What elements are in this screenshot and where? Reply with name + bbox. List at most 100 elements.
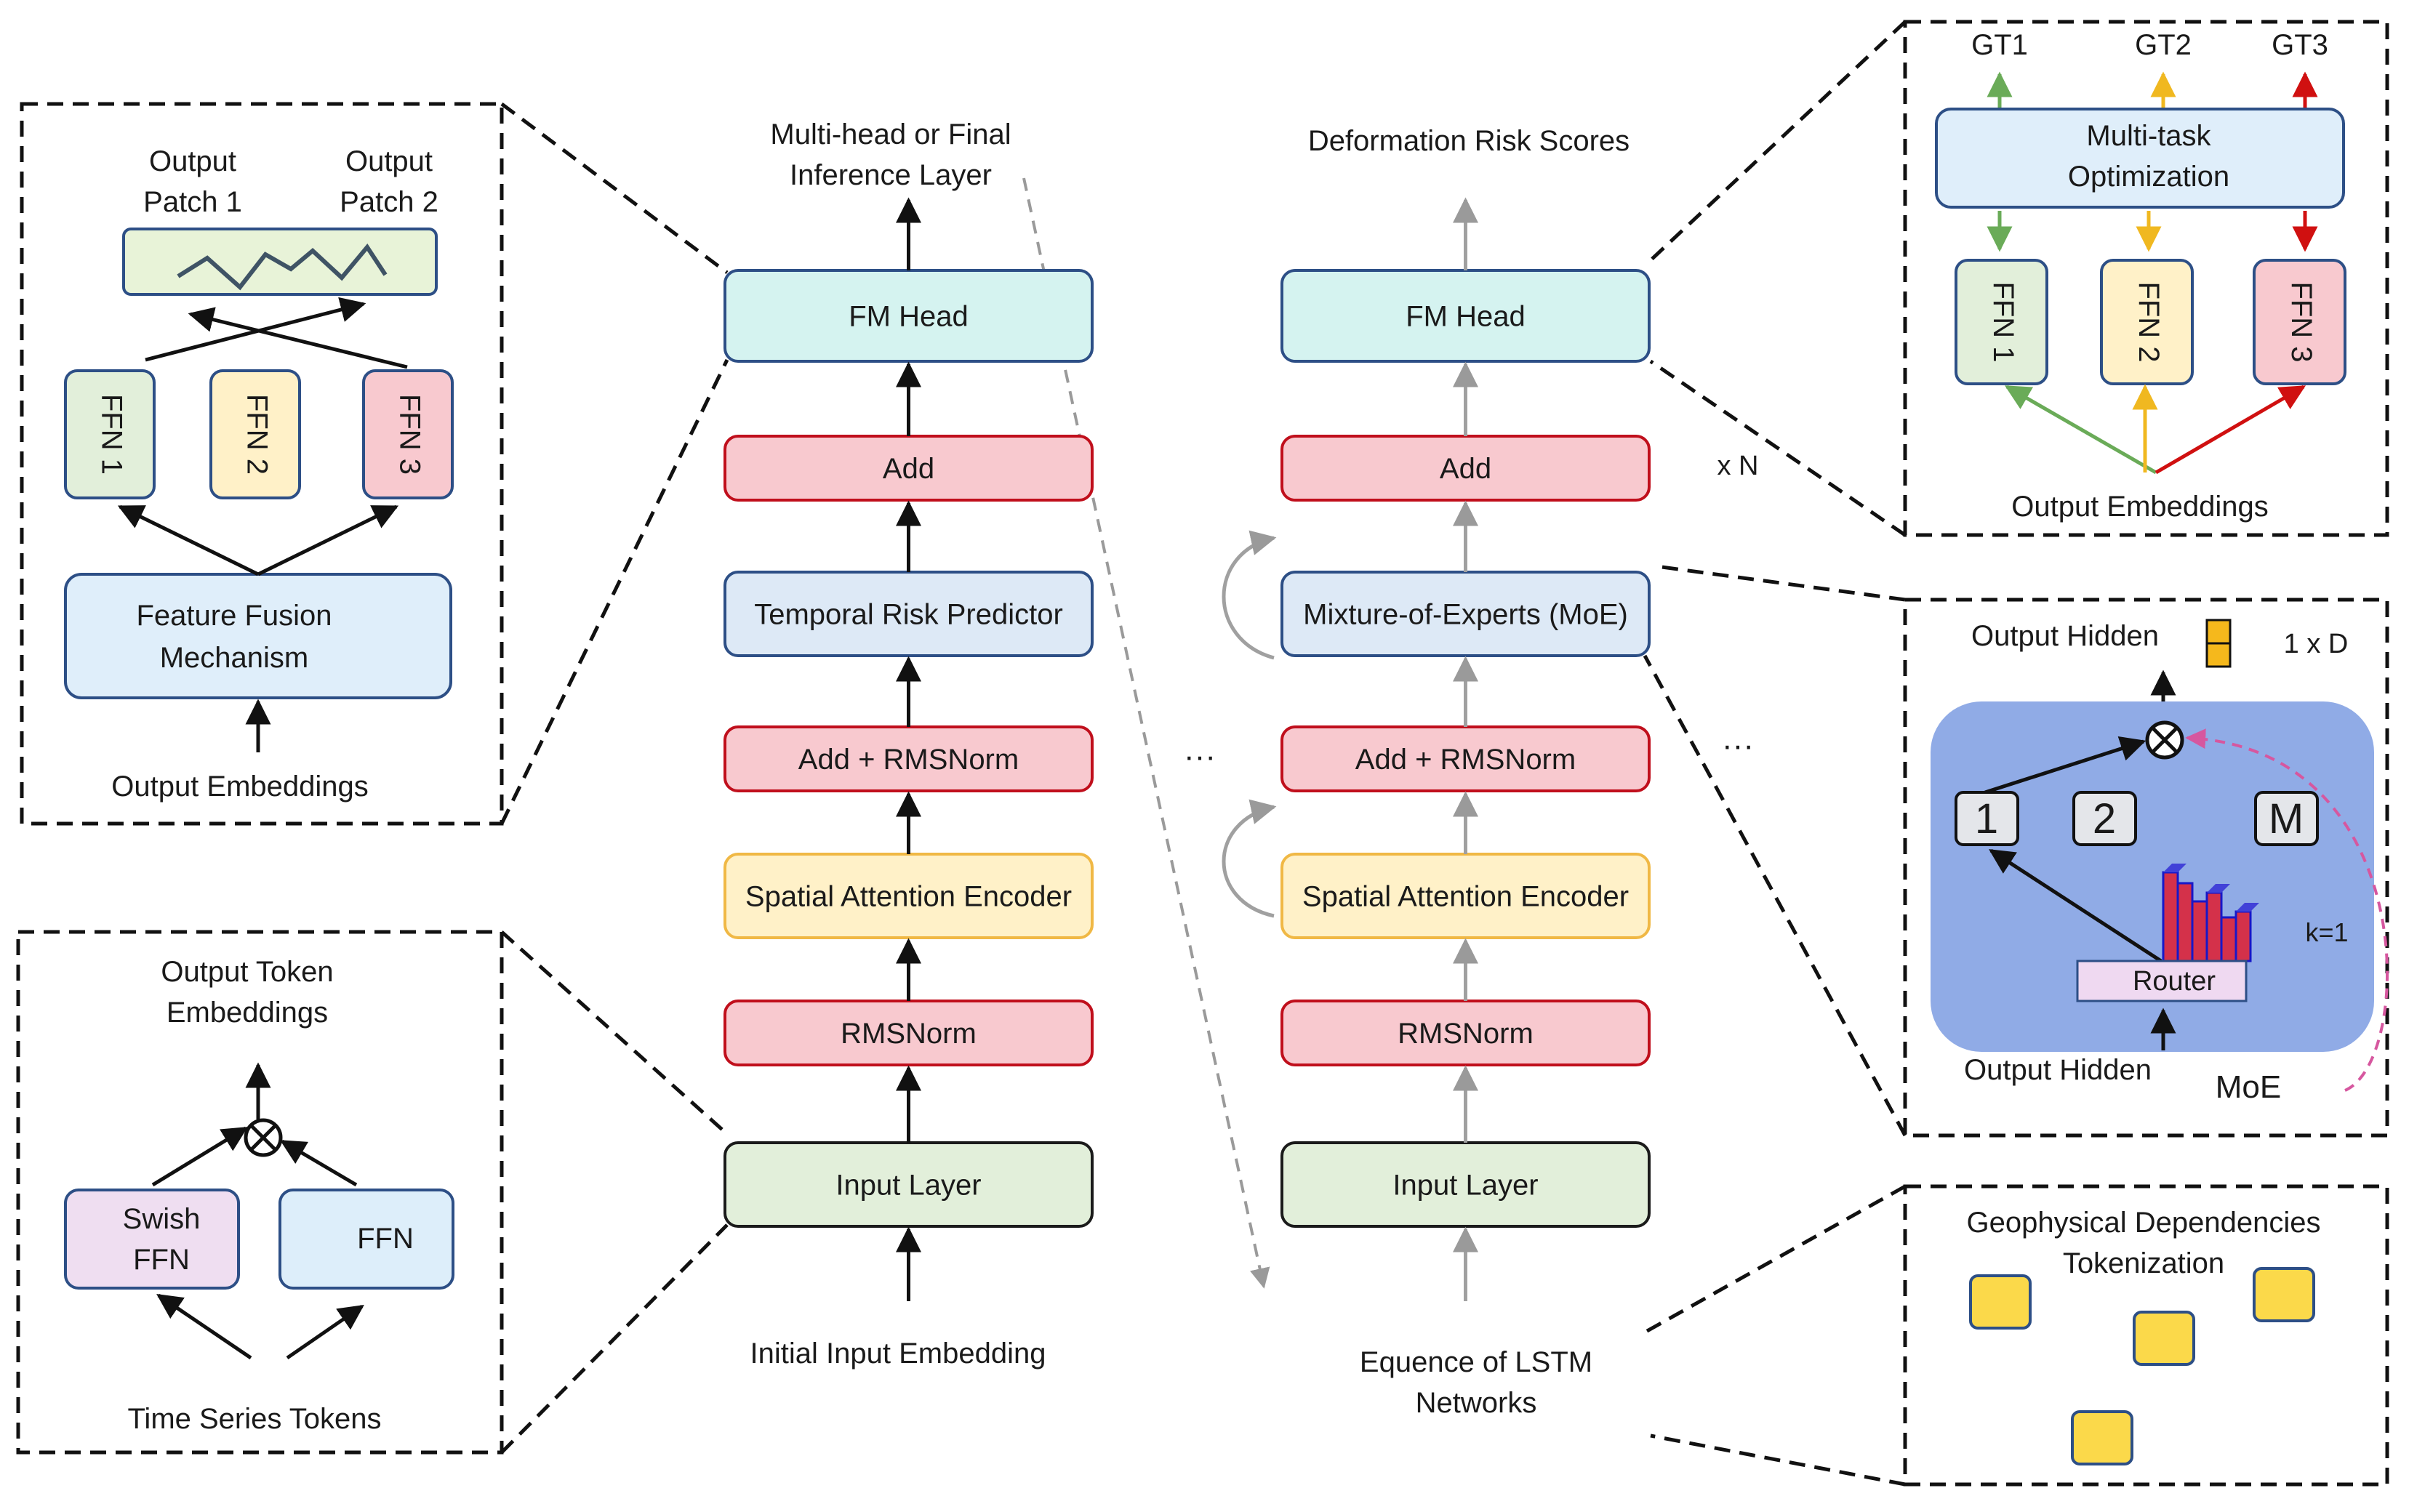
expert-label: 2	[2093, 795, 2116, 843]
block-label: RMSNorm	[841, 1018, 977, 1050]
k-label: k=1	[2305, 917, 2348, 947]
gt3-label: GT3	[2272, 29, 2328, 61]
block-label: Input Layer	[835, 1170, 981, 1202]
ffn-1-box: FFN 1	[1955, 259, 2048, 385]
block-label: FM Head	[1406, 301, 1526, 333]
block-label: Spatial Attention Encoder	[1302, 881, 1629, 913]
moe-input-hidden-label: Output Hidden	[1964, 1054, 2152, 1086]
block-input-layer: Input Layer	[1280, 1141, 1651, 1228]
ffn-3-box: FFN 3	[2253, 259, 2346, 385]
ffn-1-box: FFN 1	[64, 369, 156, 499]
token-square	[2253, 1267, 2315, 1322]
ffn-3-box: FFN 3	[362, 369, 454, 499]
ffn-2-box: FFN 2	[2100, 259, 2194, 385]
expert-M-box: M	[2254, 791, 2319, 846]
dim-icon-top	[2205, 619, 2232, 645]
block-add: Add	[723, 435, 1094, 502]
block-spatial-attention-encoder: Spatial Attention Encoder	[1280, 853, 1651, 939]
block-rmsnorm: RMSNorm	[723, 1000, 1094, 1066]
panel-bottom-right-border	[1903, 1184, 2389, 1487]
moe-output-hidden-label: Output Hidden	[1971, 620, 2159, 652]
panel-bottom-left-border	[16, 930, 504, 1455]
ffn-label: FFN 2	[241, 394, 273, 475]
dim-label: 1 x D	[2284, 629, 2349, 659]
block-label: Add + RMSNorm	[1355, 744, 1576, 776]
panel-mid-right-border	[1903, 598, 2389, 1138]
block-temporal-risk-predictor: Temporal Risk Predictor	[723, 571, 1094, 657]
block-label: FM Head	[849, 301, 969, 333]
ffn-label: FFN 1	[1987, 281, 2019, 362]
block-label: Input Layer	[1392, 1170, 1538, 1202]
panel-top-left-border	[20, 102, 504, 826]
dim-icon-bottom	[2205, 642, 2232, 668]
expert-2-box: 2	[2072, 791, 2137, 846]
right-top-label: Deformation Risk Scores	[1308, 125, 1630, 157]
repeat-label: x N	[1717, 451, 1759, 481]
time-series-tokens-label: Time Series Tokens	[127, 1403, 381, 1435]
panel-mid-right: Output Hidden 1 x D 1 2 M Router k=1 Outpu…	[1931, 619, 2389, 1105]
residual-arrow-sae	[1222, 799, 1277, 918]
block-fm-head: FM Head	[723, 269, 1094, 363]
block-label: Add	[883, 453, 934, 485]
block-input-layer: Input Layer	[723, 1141, 1094, 1228]
block-fm-head: FM Head	[1280, 269, 1651, 363]
ffn-label: FFN 3	[2285, 281, 2317, 362]
router-label: Router	[2133, 966, 2216, 997]
residual-arrow-moe	[1222, 530, 1277, 660]
token-square	[1969, 1274, 2032, 1330]
block-label: Add	[1440, 453, 1491, 485]
waveform-icon	[177, 243, 388, 291]
block-add-rmsnorm: Add + RMSNorm	[723, 725, 1094, 792]
token-square	[2071, 1410, 2133, 1465]
skip-dashed-arrow	[1022, 177, 1270, 1289]
block-label: Spatial Attention Encoder	[745, 881, 1072, 913]
expert-label: 1	[1975, 795, 1998, 843]
ellipsis-middle: ···	[1184, 739, 1216, 774]
block-mixture-of-experts-moe: Mixture-of-Experts (MoE)	[1280, 571, 1651, 657]
multi-task-optimization-box	[1935, 108, 2345, 209]
moe-label: MoE	[2216, 1069, 2281, 1105]
block-add: Add	[1280, 435, 1651, 502]
panel-top-right-border	[1903, 20, 2389, 537]
left-bottom-label: Initial Input Embedding	[750, 1338, 1046, 1370]
block-label: RMSNorm	[1398, 1018, 1534, 1050]
gating-dashed-arrow	[2185, 728, 2389, 1092]
token-square	[2133, 1311, 2195, 1366]
block-rmsnorm: RMSNorm	[1280, 1000, 1651, 1066]
gt1-label: GT1	[1971, 29, 2028, 61]
block-label: Add + RMSNorm	[798, 744, 1019, 776]
ffn-label: FFN 1	[95, 394, 127, 475]
ffn-label: FFN 2	[2133, 281, 2165, 362]
ffn-2-box: FFN 2	[209, 369, 301, 499]
ffn-label: FFN	[357, 1223, 414, 1255]
output-embeddings-label-right: Output Embeddings	[2011, 491, 2269, 523]
swish-ffn-box	[64, 1189, 240, 1290]
gt2-label: GT2	[2135, 29, 2192, 61]
ffn-box	[278, 1189, 454, 1290]
ellipsis-right: ···	[1722, 728, 1754, 763]
block-label: Temporal Risk Predictor	[754, 599, 1063, 631]
block-label: Mixture-of-Experts (MoE)	[1303, 599, 1628, 631]
block-add-rmsnorm: Add + RMSNorm	[1280, 725, 1651, 792]
ffn-label: FFN 3	[393, 394, 425, 475]
zoom-connectors	[500, 20, 1907, 1487]
expert-label: M	[2269, 795, 2304, 843]
panel-borders	[16, 20, 2389, 1487]
moe-block	[1931, 701, 2374, 1052]
block-spatial-attention-encoder: Spatial Attention Encoder	[723, 853, 1094, 939]
